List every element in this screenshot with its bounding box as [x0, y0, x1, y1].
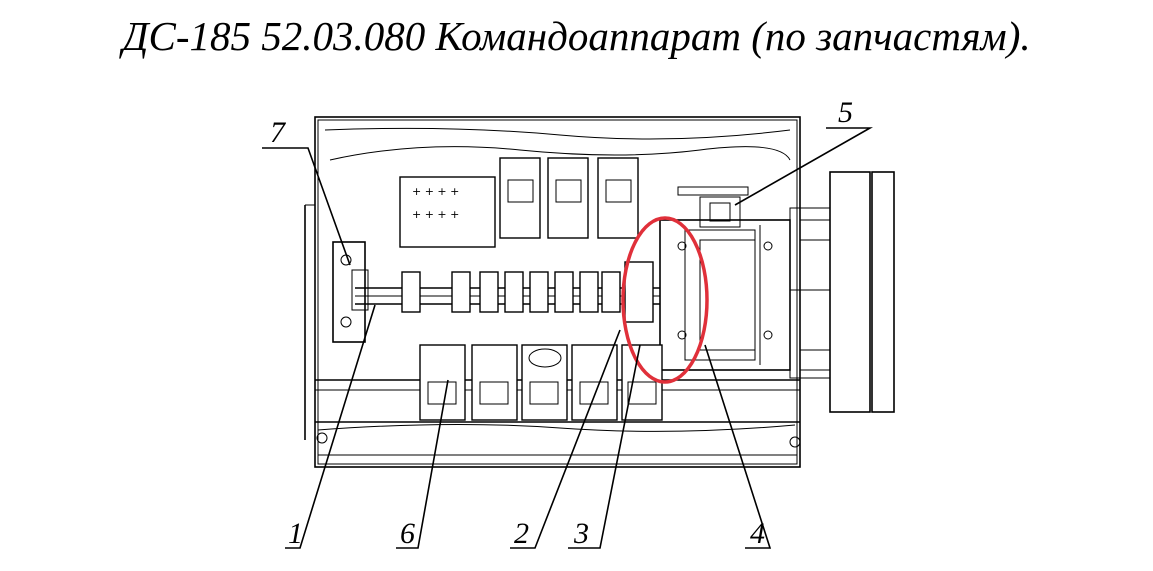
- callout-4: 4: [750, 517, 765, 550]
- svg-text:+ + + +: + + + +: [412, 208, 459, 221]
- drive-bracket: [789, 171, 895, 413]
- callout-2: 2: [514, 517, 529, 550]
- cam-set: [401, 261, 654, 323]
- callout-1: 1: [288, 517, 303, 550]
- leader-lines: [262, 127, 874, 549]
- callout-3: 3: [573, 517, 589, 550]
- upper-contact-block: + + + + + + + +: [399, 157, 639, 248]
- page-title: ДС-185 52.03.080 Командоаппарат (по запч…: [122, 13, 1031, 59]
- callout-5: 5: [838, 96, 853, 129]
- reducer-unit: [659, 186, 791, 371]
- highlight-ellipse: [621, 216, 709, 384]
- svg-text:+ + + +: + + + +: [412, 185, 459, 198]
- lower-contact-block: [419, 344, 663, 421]
- callout-7: 7: [270, 116, 287, 149]
- end-plate: [332, 241, 369, 343]
- callout-6: 6: [400, 517, 415, 550]
